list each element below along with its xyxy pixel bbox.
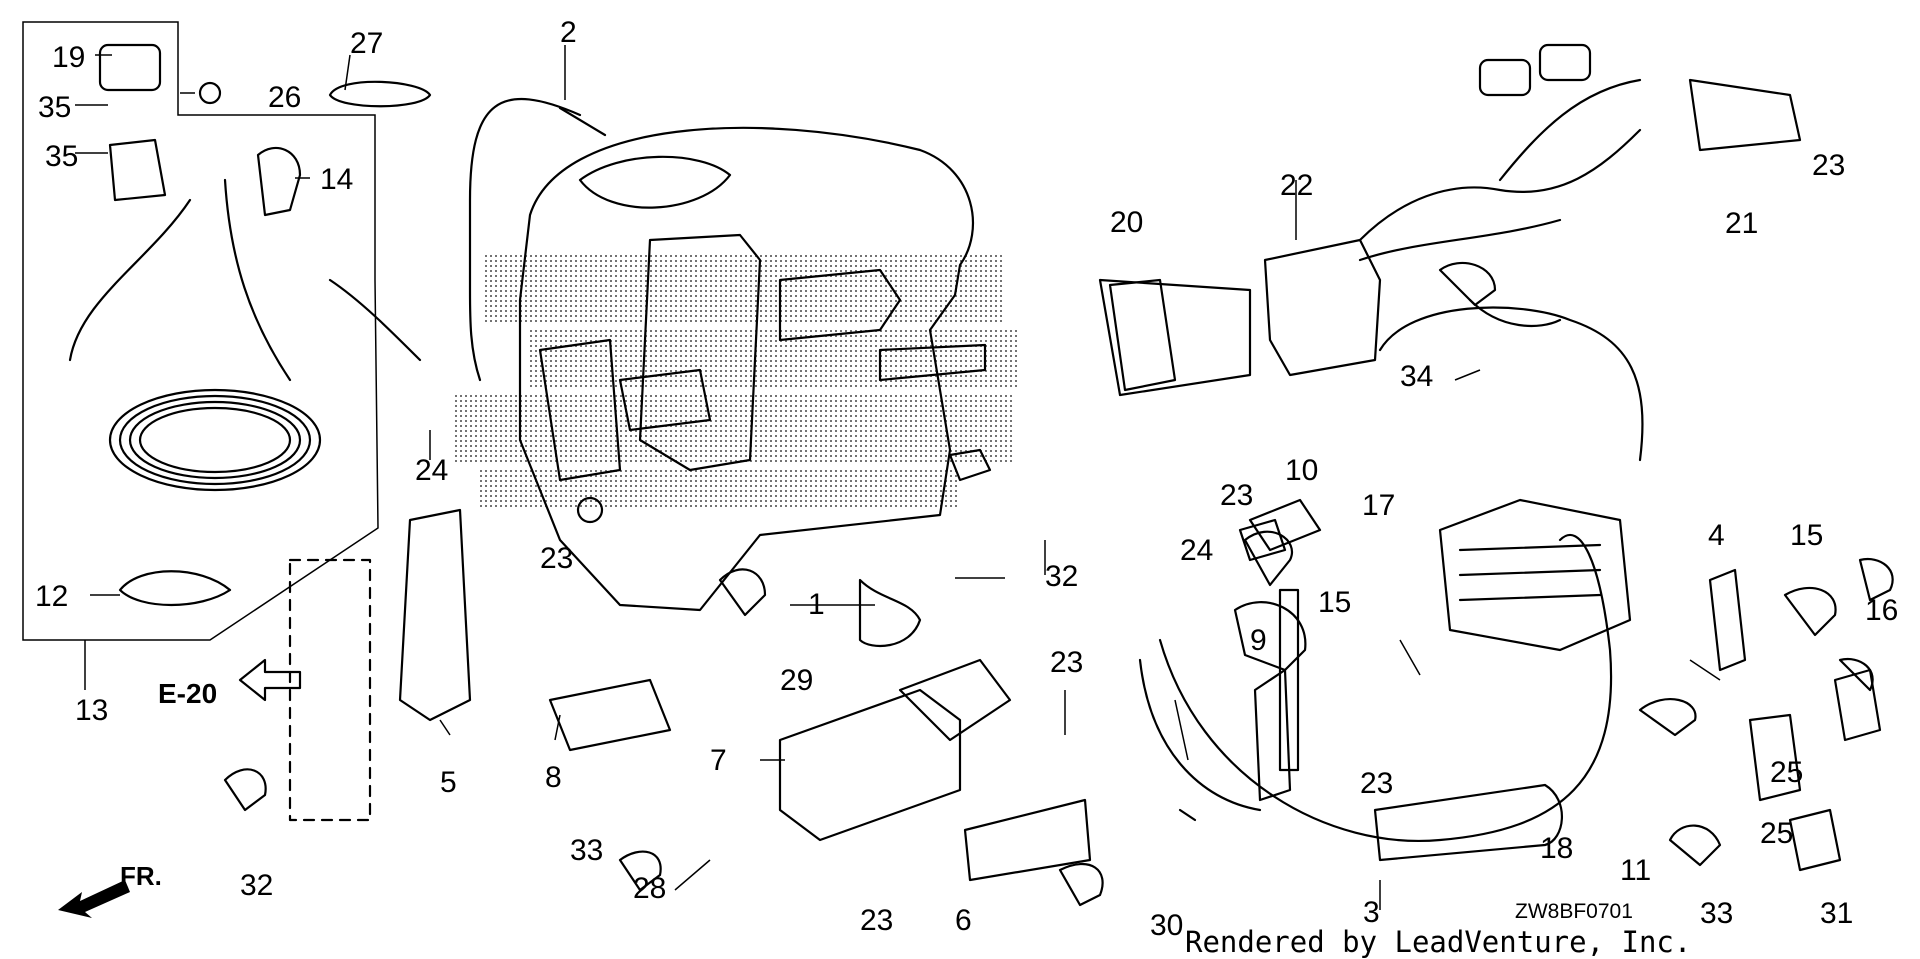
callout-25: 25 bbox=[1760, 817, 1793, 850]
leader-lines bbox=[75, 45, 1721, 910]
callout-23: 23 bbox=[1220, 479, 1253, 512]
callout-31: 31 bbox=[1820, 897, 1853, 930]
callout-23: 23 bbox=[860, 904, 893, 937]
callout-16: 16 bbox=[1865, 594, 1898, 627]
callout-14: 14 bbox=[320, 163, 353, 196]
harness-3 bbox=[1158, 533, 1613, 842]
callout-32: 32 bbox=[240, 869, 273, 902]
callout-35: 35 bbox=[38, 91, 71, 124]
callout-32: 33 bbox=[1700, 897, 1733, 930]
engine-assembly bbox=[518, 126, 987, 612]
callout-13: 13 bbox=[75, 694, 108, 727]
callout-9: 9 bbox=[1250, 624, 1267, 657]
callout-35: 35 bbox=[45, 140, 78, 173]
watermark bbox=[455, 255, 1020, 510]
callout-24: 24 bbox=[1180, 534, 1213, 567]
callout-22: 22 bbox=[1280, 169, 1313, 202]
reference-e20: E-20 bbox=[158, 678, 217, 709]
callout-19: 19 bbox=[52, 41, 85, 74]
callout-6: 6 bbox=[955, 904, 972, 937]
callout-7: 7 bbox=[710, 744, 727, 777]
callout-23: 23 bbox=[1360, 767, 1393, 800]
callout-26: 26 bbox=[268, 81, 301, 114]
kit-outline bbox=[22, 21, 379, 641]
callout-20: 20 bbox=[1110, 206, 1143, 239]
callout-8: 8 bbox=[545, 761, 562, 794]
callout-12: 12 bbox=[35, 580, 68, 613]
callout-24: 24 bbox=[415, 454, 448, 487]
callout-11: 11 bbox=[1620, 854, 1651, 887]
small-parts bbox=[98, 43, 1894, 907]
render-credit: Rendered by LeadVenture, Inc. bbox=[1185, 925, 1691, 959]
callout-3: 3 bbox=[1363, 896, 1380, 929]
callout-34: 34 bbox=[1400, 360, 1433, 393]
callout-23: 23 bbox=[1050, 646, 1083, 679]
cable-2 bbox=[468, 98, 582, 382]
callout-10: 10 bbox=[1285, 454, 1318, 487]
wire-coil bbox=[68, 178, 422, 492]
callout-29: 29 bbox=[780, 664, 813, 697]
callout-4: 4 bbox=[1708, 519, 1725, 552]
callout-27: 27 bbox=[350, 27, 383, 60]
callout-25: 25 bbox=[1770, 756, 1803, 789]
callout-21: 21 bbox=[1725, 207, 1758, 240]
callout-18: 18 bbox=[1540, 832, 1573, 865]
callouts: 19 35 35 26 27 2 14 24 12 13 E-20 5 32 F… bbox=[35, 16, 1898, 959]
front-arrow-icon bbox=[58, 880, 130, 918]
callout-17: 17 bbox=[1362, 489, 1395, 522]
callout-15: 15 bbox=[1790, 519, 1823, 552]
front-label: FR. bbox=[120, 861, 162, 891]
callout-2: 2 bbox=[560, 16, 577, 49]
callout-30: 30 bbox=[1150, 909, 1183, 942]
callout-1: 1 bbox=[808, 588, 825, 621]
regulator bbox=[1438, 498, 1632, 652]
callout-15: 15 bbox=[1318, 586, 1351, 619]
callout-5: 5 bbox=[440, 766, 457, 799]
callout-28: 28 bbox=[633, 872, 666, 905]
callout-32: 32 bbox=[1045, 560, 1078, 593]
e20-arrow bbox=[238, 658, 302, 702]
diagram-code: ZW8BF0701 bbox=[1515, 900, 1633, 923]
callout-33: 33 bbox=[570, 834, 603, 867]
callout-23: 23 bbox=[1812, 149, 1845, 182]
callout-23: 23 bbox=[540, 542, 573, 575]
